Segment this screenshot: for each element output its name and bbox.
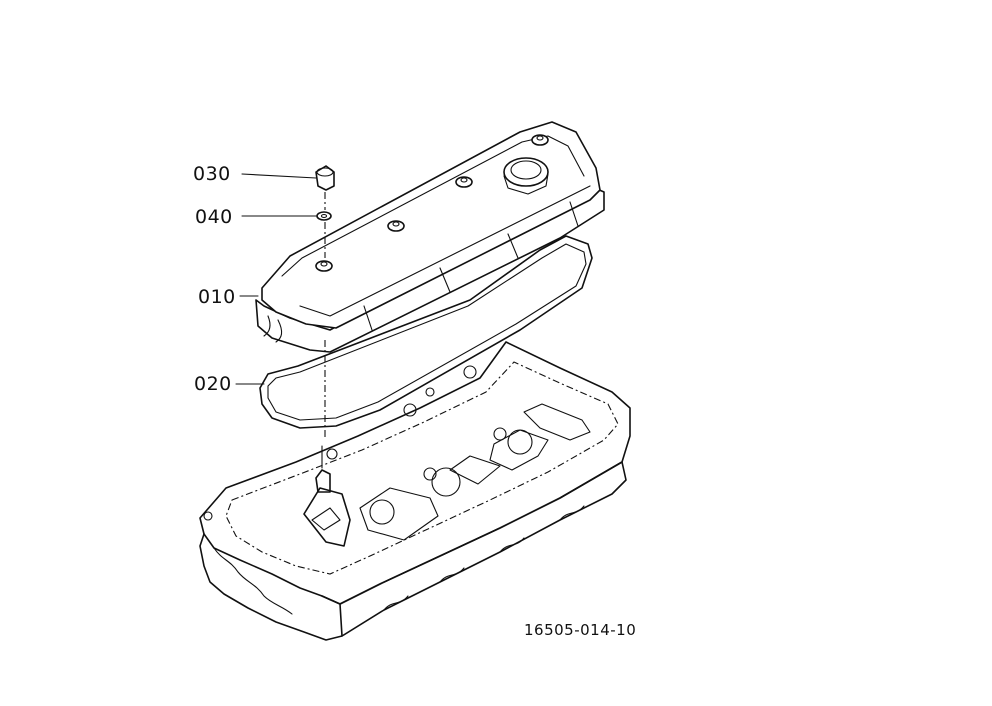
leader-line-030 (241, 173, 317, 179)
callout-label-010: 010 (198, 286, 236, 308)
drawing-number: 16505-014-10 (524, 621, 637, 639)
cap-nut (315, 165, 335, 191)
cylinder-head (199, 341, 631, 641)
gasket (259, 235, 593, 429)
callout-label-040: 040 (195, 206, 233, 228)
callout-label-030: 030 (193, 163, 231, 185)
valve-cover (255, 121, 605, 353)
callout-label-020: 020 (194, 373, 232, 395)
washer (316, 211, 332, 221)
